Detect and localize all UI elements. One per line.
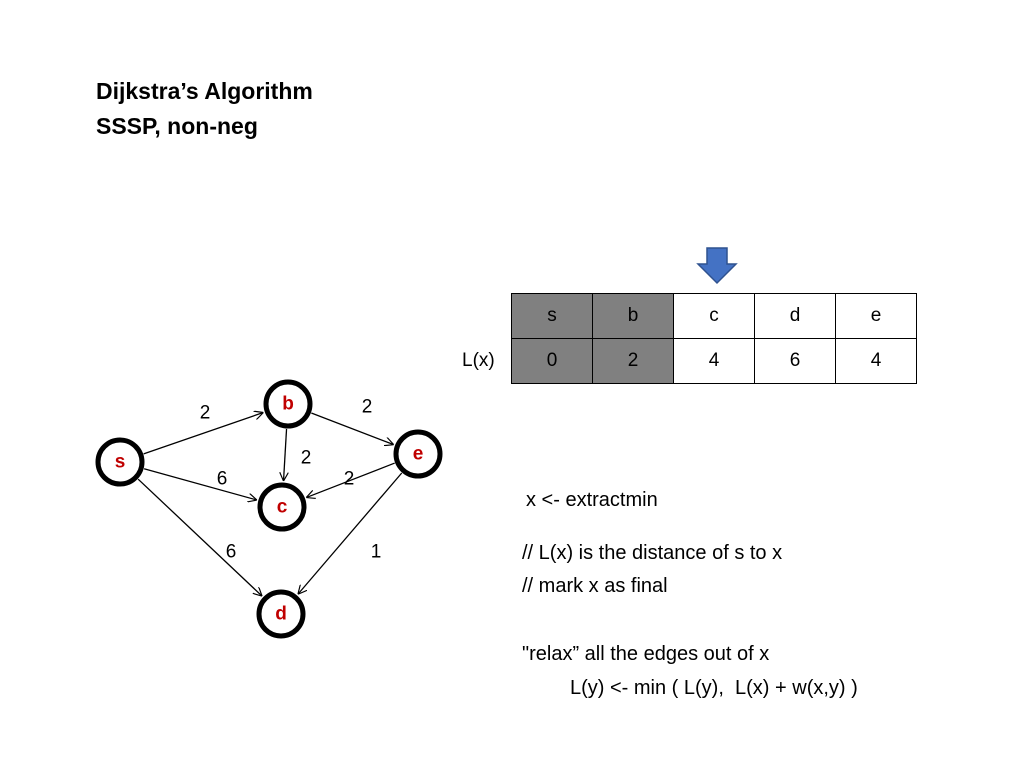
table-header-cell-s: s — [511, 293, 593, 339]
edge-weight-s-c: 6 — [217, 469, 228, 490]
table-header-cell-c: c — [673, 293, 755, 339]
edge-e-c — [306, 462, 395, 497]
algo-line-extractmin: x <- extractmin — [526, 489, 658, 511]
edge-b-c — [284, 428, 287, 481]
table-value-cell-s: 0 — [511, 338, 593, 384]
edge-weight-e-d: 1 — [371, 542, 382, 563]
table-value-cell-c: 4 — [673, 338, 755, 384]
table-value-cell-e: 4 — [835, 338, 917, 384]
edge-s-d — [137, 478, 262, 596]
table-header-cell-e: e — [835, 293, 917, 339]
node-c — [257, 482, 307, 532]
table-value-cell-d: 6 — [754, 338, 836, 384]
edge-s-b — [143, 412, 264, 455]
algo-line-mark-final: // mark x as final — [522, 575, 668, 597]
table-value-row: 0 2 4 6 4 — [511, 338, 917, 384]
edge-e-d — [298, 472, 403, 594]
node-label-d: d — [275, 604, 287, 625]
title-line-1: Dijkstra’s Algorithm — [96, 78, 313, 104]
algo-line-relax: "relax” all the edges out of x — [522, 643, 770, 665]
node-s — [95, 437, 145, 487]
down-arrow-icon — [696, 247, 738, 285]
edge-weight-s-b: 2 — [200, 403, 211, 424]
node-label-b: b — [282, 394, 294, 415]
edge-b-e — [311, 412, 393, 445]
node-label-s: s — [115, 452, 126, 473]
title-line-2: SSSP, non-neg — [96, 113, 258, 139]
node-d — [256, 589, 306, 639]
edge-weight-e-c: 2 — [344, 469, 355, 490]
distance-table: s b c d e 0 2 4 6 4 — [511, 293, 917, 384]
table-header-cell-b: b — [592, 293, 674, 339]
node-label-c: c — [277, 497, 288, 518]
table-value-cell-b: 2 — [592, 338, 674, 384]
edge-weight-s-d: 6 — [226, 542, 237, 563]
edge-weight-b-c: 2 — [301, 448, 312, 469]
node-label-e: e — [413, 444, 424, 465]
table-header-row: s b c d e — [511, 293, 917, 339]
node-e — [393, 429, 443, 479]
edge-s-c — [143, 468, 257, 500]
table-header-cell-d: d — [754, 293, 836, 339]
table-row-label: L(x) — [462, 350, 495, 371]
edge-weight-b-e: 2 — [362, 397, 373, 418]
algo-line-distance-comment: // L(x) is the distance of s to x — [522, 542, 783, 564]
node-b — [263, 379, 313, 429]
algo-line-relax-formula: L(y) <- min ( L(y), L(x) + w(x,y) ) — [570, 677, 858, 699]
